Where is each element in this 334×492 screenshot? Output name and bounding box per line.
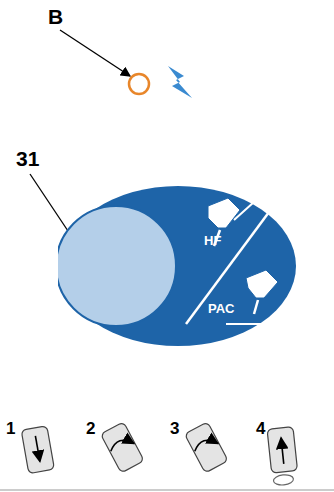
leader-line bbox=[60, 30, 130, 76]
step-number: 4 bbox=[256, 420, 265, 437]
mode-panel: HF PAC bbox=[58, 184, 298, 348]
mode-label: PAC bbox=[208, 302, 234, 315]
part-letter: B bbox=[48, 6, 63, 27]
mode-label: HF bbox=[204, 234, 221, 247]
panel-shape bbox=[58, 184, 298, 348]
baseline bbox=[0, 490, 334, 491]
lightning-symbol bbox=[168, 66, 192, 98]
step-number: 1 bbox=[6, 420, 15, 437]
step-number: 2 bbox=[86, 420, 95, 437]
indicator-ring bbox=[129, 74, 149, 94]
step-number: 3 bbox=[170, 420, 179, 437]
callout-number: 31 bbox=[16, 148, 39, 169]
